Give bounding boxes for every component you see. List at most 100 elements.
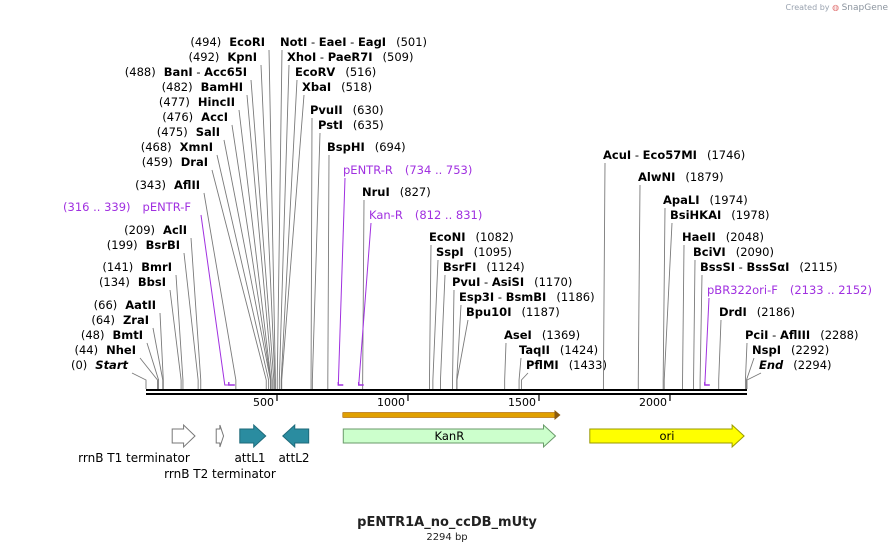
site-label-bcivi: BciVI(2090) [693, 245, 774, 259]
site-label-taqii: TaqII(1424) [519, 343, 598, 357]
site-connector-line [190, 237, 202, 389]
site-connector-line [440, 274, 446, 389]
snapgene-watermark: Created by ◍ SnapGene [786, 3, 889, 13]
site-enzyme-name: End [759, 358, 784, 372]
site-connector-line [452, 289, 455, 389]
site-label-bbsi: (134)BbsI [99, 275, 166, 289]
site-label-bsrfi: BsrFI(1124) [443, 260, 525, 274]
site-label-bsssi: BssSI - BssSαI(2115) [700, 260, 838, 274]
site-enzyme-name: KpnI [227, 50, 257, 64]
site-enzyme-name: ApaLI [663, 193, 700, 207]
site-position: (44) [75, 343, 99, 357]
site-position: (48) [81, 328, 105, 342]
site-enzyme-name: NspI [752, 343, 781, 357]
site-connector-line [362, 199, 365, 389]
site-position: (1095) [474, 245, 512, 259]
site-connector-line [131, 372, 147, 389]
site-position: (1124) [486, 260, 524, 274]
site-enzyme-name: AlwNI [638, 170, 675, 184]
site-connector-line [311, 132, 321, 389]
site-label-drdi: DrdI(2186) [719, 305, 795, 319]
site-connector-line [637, 184, 641, 389]
site-enzyme-name: EcoRI [229, 35, 265, 49]
site-enzyme-name: PvuI [452, 275, 480, 289]
site-enzyme-name: Bpu10I [466, 305, 511, 319]
watermark-brand: SnapGene [841, 3, 888, 13]
site-connector-line [744, 342, 748, 389]
site-position: (492) [188, 50, 219, 64]
site-position: (1978) [731, 208, 769, 222]
ruler-label: 1500 [508, 396, 536, 409]
site-connector-line [152, 327, 164, 389]
site-enzyme-name: BmtI [112, 328, 143, 342]
site-connector-line [693, 259, 696, 389]
primer-range: (2133 .. 2152) [790, 283, 872, 297]
site-connector-line [268, 49, 276, 389]
feature-label-kanr: KanR [435, 429, 465, 443]
site-label-start: (0)Start [71, 358, 129, 372]
site-enzyme-name: Eco57MI [643, 148, 697, 162]
site-separator: - [735, 260, 746, 274]
restriction-sites: (0)Start(44)NheI(48)BmtI(64)ZraI(66)AatI… [71, 35, 858, 389]
site-position: (494) [190, 35, 221, 49]
primer-name: pBR322ori-F [707, 283, 778, 297]
site-enzyme-name: PvuII [310, 103, 343, 117]
watermark-prefix: Created by [785, 3, 830, 12]
site-label-bani: (488)BanI - Acc65I [125, 65, 247, 79]
primer-label-kan-r: Kan-R(812 .. 831) [369, 208, 482, 222]
site-position: (475) [157, 125, 188, 139]
site-enzyme-name: Start [95, 358, 128, 372]
primer-connector-line [704, 297, 710, 386]
map-title-block: pENTR1A_no_ccDB_mUty 2294 bp [0, 515, 894, 543]
site-position: (1879) [685, 170, 723, 184]
site-label-bsihkai: BsiHKAI(1978) [670, 208, 770, 222]
site-connector-line [260, 64, 276, 389]
site-connector-line [699, 274, 703, 389]
site-label-acci: (476)AccI [162, 110, 228, 124]
feature-label-rrnb-t1-terminator: rrnB T1 terminator [78, 451, 190, 465]
site-enzyme-name: BbsI [138, 275, 166, 289]
primer-connector-line [358, 222, 372, 386]
site-connector-line [238, 109, 272, 389]
site-position: (694) [375, 140, 406, 154]
site-separator: - [316, 50, 327, 64]
primer-label-pentr-f: (316 .. 339)pENTR-F [63, 200, 191, 214]
site-enzyme-name: PaeR7I [328, 50, 373, 64]
site-position: (2288) [820, 328, 858, 342]
site-connector-line [662, 207, 666, 389]
site-label-nspi: NspI(2292) [752, 343, 829, 357]
site-enzyme-name: DrdI [719, 305, 747, 319]
feature-arrow-attl2 [282, 423, 310, 449]
site-position: (1746) [707, 148, 745, 162]
primer-binding-mark [228, 382, 235, 386]
primer-label-pbr322ori-f: pBR322ori-F (2133 .. 2152) [707, 283, 872, 297]
site-position: (488) [125, 65, 156, 79]
site-label-bpu10i: Bpu10I(1187) [466, 305, 560, 319]
primer-name: pENTR-R [343, 163, 393, 177]
site-position: (630) [353, 103, 384, 117]
site-enzyme-name: EcoRV [295, 65, 335, 79]
site-position: (1186) [556, 290, 594, 304]
site-connector-line [159, 312, 164, 389]
primer-name: pENTR-F [143, 200, 191, 214]
site-connector-line [429, 244, 432, 389]
site-connector-line [246, 94, 273, 389]
site-label-bsrbi: (199)BsrBI [107, 238, 180, 252]
primer-connector-line [200, 214, 229, 386]
site-label-haeii: HaeII(2048) [682, 230, 764, 244]
site-enzyme-name: XhoI [287, 50, 316, 64]
site-position: (2115) [799, 260, 837, 274]
site-connector-line [175, 274, 184, 389]
site-enzyme-name: AsiSI [492, 275, 524, 289]
site-label-zrai: (64)ZraI [91, 313, 149, 327]
site-connector-line [183, 252, 199, 389]
site-label-pvuii: PvuII (630) [310, 103, 384, 117]
site-label-ecorv: EcoRV(516) [295, 65, 376, 79]
site-label-ecori: (494) EcoRI [190, 35, 265, 49]
site-position: (64) [91, 313, 115, 327]
site-enzyme-name: TaqII [519, 343, 550, 357]
site-label-xhoi: XhoI - PaeR7I(509) [287, 50, 413, 64]
feature-arrow-kanr [342, 423, 557, 449]
site-label-aflii: (343)AflII [135, 178, 200, 192]
site-label-bsphi: BspHI(694) [327, 140, 406, 154]
